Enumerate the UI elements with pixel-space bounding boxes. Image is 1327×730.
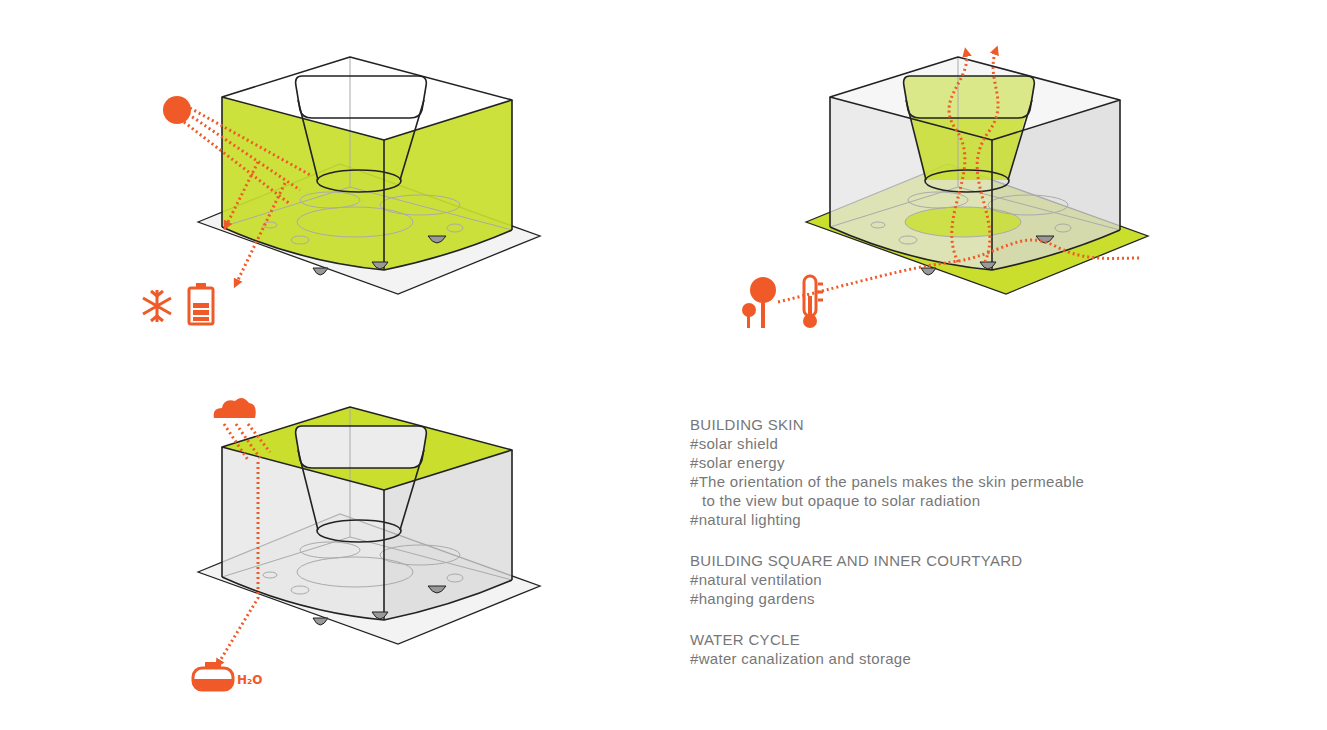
note-text: #solar energy xyxy=(690,453,785,472)
icon-label: H₂O xyxy=(237,673,263,687)
climate-energy-icons-part xyxy=(196,283,206,288)
building-skin-model-part xyxy=(384,100,512,270)
climate-energy-icons xyxy=(143,283,213,324)
solar-arrows-part xyxy=(184,122,290,204)
ventilation-arrows-part xyxy=(949,52,967,262)
solar-arrows xyxy=(163,96,312,284)
note-text: #natural lighting xyxy=(690,510,801,529)
ventilation-arrows-part xyxy=(977,50,998,262)
water-tank-icon-part xyxy=(205,662,221,667)
water-cycle-model-part xyxy=(222,407,512,625)
rain-arrows-part xyxy=(218,462,258,664)
water-tank-icon xyxy=(193,662,233,690)
solar-arrows-part xyxy=(163,96,191,124)
note-text: #natural ventilation xyxy=(690,570,822,589)
water-cycle-model-part xyxy=(222,407,512,490)
note-text: #The orientation of the panels makes the… xyxy=(690,472,1099,510)
water-tank-icon-part xyxy=(194,679,232,689)
water-tank-icon-part xyxy=(193,668,233,690)
climate-energy-icons-part xyxy=(193,310,209,315)
section-heading: WATER CYCLE xyxy=(690,630,800,649)
ventilation-arrows-part xyxy=(778,240,1140,302)
solar-arrows-part xyxy=(236,183,285,284)
garden-temperature-icons-part xyxy=(818,284,823,300)
climate-energy-icons-part xyxy=(151,291,163,321)
solar-arrows-part xyxy=(188,114,300,190)
note-text: #hanging gardens xyxy=(690,589,815,608)
garden-temperature-icons-part xyxy=(761,300,765,328)
courtyard-model xyxy=(806,57,1148,294)
note-text: #water canalization and storage xyxy=(690,649,911,668)
section-heading: BUILDING SQUARE AND INNER COURTYARD xyxy=(690,551,1023,570)
section-heading: BUILDING SKIN xyxy=(690,415,804,434)
water-cycle-model xyxy=(198,407,540,644)
garden-temperature-icons-part xyxy=(750,277,776,303)
garden-temperature-icons xyxy=(742,276,823,328)
garden-temperature-icons-part xyxy=(747,314,750,328)
rain-arrows xyxy=(214,398,270,664)
rain-arrows-part xyxy=(214,398,256,418)
rain-arrows-part xyxy=(248,424,270,452)
building-skin-model-part xyxy=(222,57,512,275)
building-skin-model xyxy=(198,57,540,294)
climate-energy-icons-part xyxy=(143,290,171,322)
water-cycle-model-part xyxy=(296,426,427,468)
solar-arrows-part xyxy=(226,162,258,226)
courtyard-model-part xyxy=(904,76,1035,118)
climate-energy-icons-part xyxy=(193,317,209,321)
garden-temperature-icons-part xyxy=(808,296,812,318)
climate-energy-icons-part xyxy=(193,303,209,308)
courtyard-model-part xyxy=(830,57,1120,275)
climate-energy-icons-part xyxy=(189,288,213,324)
ventilation-arrows xyxy=(778,50,1140,302)
rain-arrows-part xyxy=(236,424,260,458)
rain-arrows-part xyxy=(224,424,248,460)
note-text: #solar shield xyxy=(690,434,778,453)
